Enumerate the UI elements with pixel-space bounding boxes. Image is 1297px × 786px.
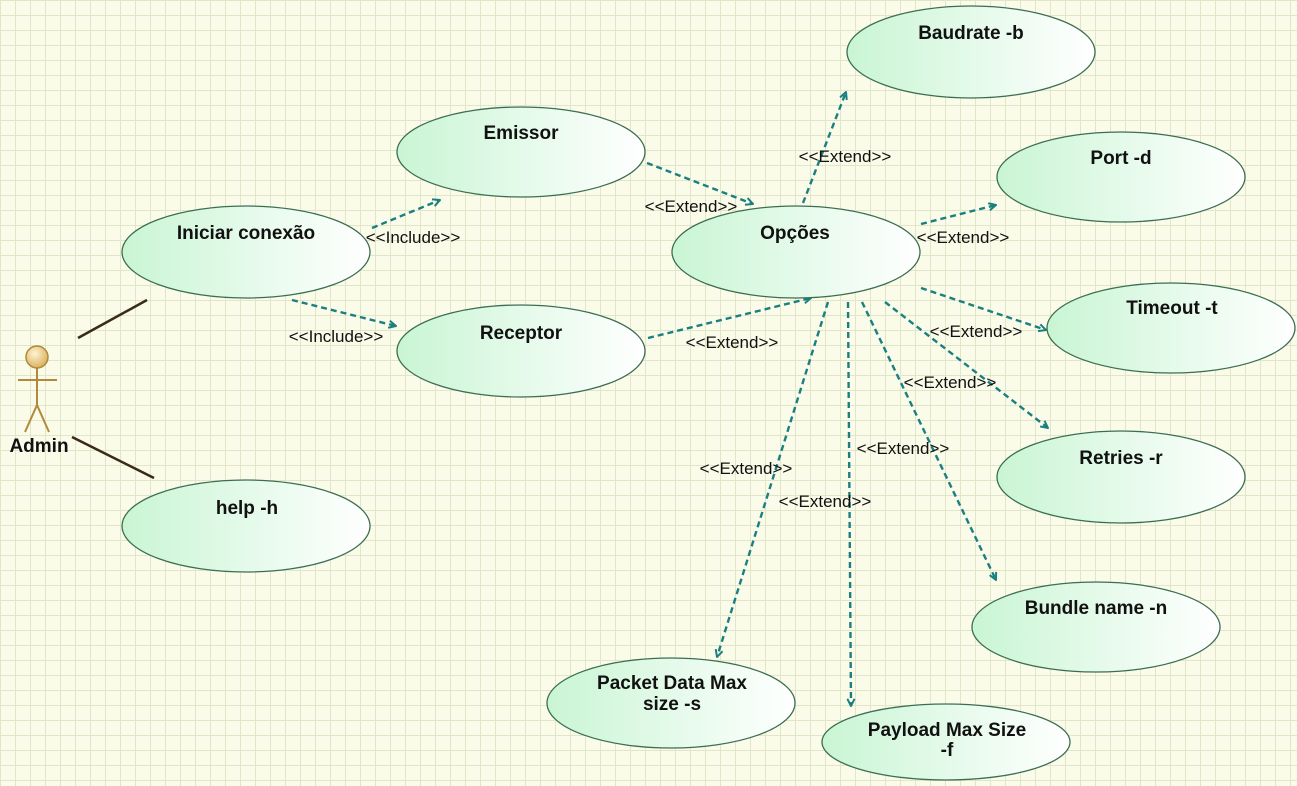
actor-head [25, 345, 49, 369]
include-arrow-receptor [291, 298, 396, 326]
extend-label-payload: <<Extend>> [779, 492, 872, 511]
use-case-iniciar-conexao[interactable]: Iniciar conexão [121, 205, 371, 299]
use-case-label: Bundle name -n [1025, 598, 1168, 619]
extend-arrow-retries [884, 301, 1048, 428]
use-case-label-line1: Payload Max Size [868, 720, 1026, 741]
extend-arrow-packet [717, 301, 830, 657]
use-case-label: Timeout -t [1126, 298, 1218, 319]
admin-actor[interactable]: Admin [9, 345, 69, 457]
use-case-label: Baudrate -b [918, 23, 1024, 44]
extend-arrow-payload [848, 301, 851, 706]
use-case-help[interactable]: help -h [121, 479, 371, 573]
use-case-label: Retries -r [1079, 448, 1163, 469]
extend-label-packet: <<Extend>> [700, 459, 793, 478]
extend-label-emissor: <<Extend>> [645, 197, 738, 216]
extend-arrow-emissor [646, 161, 753, 204]
extend-arrow-timeout [920, 286, 1046, 330]
extend-label-bundle: <<Extend>> [857, 439, 950, 458]
assoc-admin-iniciar [77, 298, 148, 340]
actor-left-leg [24, 404, 38, 433]
use-case-opcoes[interactable]: Opções [671, 205, 921, 299]
include-label-emissor: <<Include>> [366, 228, 461, 247]
use-case-port[interactable]: Port -d [996, 131, 1246, 223]
actor-label: Admin [9, 436, 68, 457]
extend-label-port: <<Extend>> [917, 228, 1010, 247]
use-case-baudrate[interactable]: Baudrate -b [846, 5, 1096, 99]
use-case-bundle-name[interactable]: Bundle name -n [971, 581, 1221, 673]
extend-arrow-bundle [860, 301, 996, 580]
assoc-admin-help [71, 435, 155, 480]
use-case-label: Emissor [484, 123, 560, 144]
use-case-label: Iniciar conexão [177, 223, 315, 244]
use-case-label-line2: size -s [643, 694, 701, 715]
extend-label-timeout: <<Extend>> [930, 322, 1023, 341]
include-label-receptor: <<Include>> [289, 327, 384, 346]
actor-right-leg [36, 404, 50, 433]
use-case-label: help -h [216, 498, 278, 519]
use-case-label: Receptor [480, 323, 563, 344]
use-case-receptor[interactable]: Receptor [396, 304, 646, 398]
extend-arrow-port [920, 205, 996, 226]
use-case-label: Port -d [1090, 148, 1151, 169]
use-case-label-line2: -f [941, 740, 954, 761]
extend-arrow-receptor [647, 298, 811, 340]
use-case-label-line1: Packet Data Max [597, 673, 747, 694]
extend-label-retries: <<Extend>> [904, 373, 997, 392]
use-case-label: Opções [760, 223, 830, 244]
use-case-retries[interactable]: Retries -r [996, 430, 1246, 524]
use-case-timeout[interactable]: Timeout -t [1046, 282, 1296, 374]
use-case-emissor[interactable]: Emissor [396, 106, 646, 198]
extend-label-receptor: <<Extend>> [686, 333, 779, 352]
use-case-packet-data-max-size[interactable]: Packet Data Max size -s [546, 657, 796, 749]
use-case-payload-max-size[interactable]: Payload Max Size -f [821, 703, 1071, 781]
include-arrow-emissor [371, 200, 440, 230]
extend-label-baudrate: <<Extend>> [799, 147, 892, 166]
